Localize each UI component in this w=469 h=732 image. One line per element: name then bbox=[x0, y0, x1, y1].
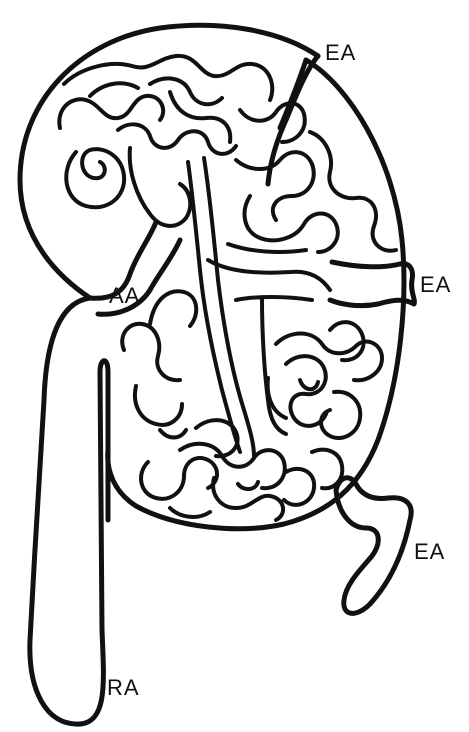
renal-artery bbox=[30, 298, 108, 724]
efferent-arteriole-bottom bbox=[336, 478, 411, 614]
label-afferent-arteriole: AA bbox=[109, 285, 140, 307]
label-efferent-arteriole-top: EA bbox=[325, 42, 356, 64]
label-efferent-arteriole-right: EA bbox=[420, 274, 451, 296]
label-renal-artery: RA bbox=[107, 677, 140, 699]
label-efferent-arteriole-bottom: EA bbox=[414, 541, 445, 563]
